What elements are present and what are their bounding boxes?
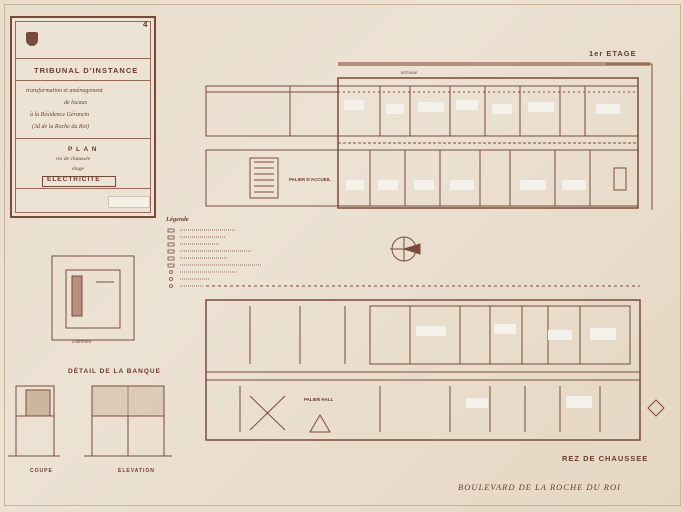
redacted-box: [108, 196, 150, 208]
lower-palier-label: PALIER HALL: [304, 397, 334, 402]
discipline-box: [42, 176, 116, 187]
project-subtitle: de locaux: [64, 100, 88, 106]
legend-symbols: [167, 228, 262, 288]
project-title: TRIBUNAL D'INSTANCE: [34, 66, 139, 75]
title-block-frame: [15, 21, 151, 213]
counter-detail-plan: [51, 255, 135, 341]
plan-level: rez de chaussée: [56, 156, 91, 162]
project-subtitle: à la Résidence Gérancin: [30, 112, 90, 118]
street-name: BOULEVARD DE LA ROCHE DU ROI: [458, 482, 621, 492]
detail-note: contreseil: [72, 340, 92, 345]
title-block-divider: [15, 80, 151, 81]
project-subtitle: transformation et aménagement: [26, 88, 103, 94]
north-arrow-icon: [390, 236, 421, 262]
detail-section-label: COUPE: [30, 468, 53, 474]
ground-floor-label: REZ DE CHAUSSEE: [562, 454, 649, 463]
plan-level: étage: [72, 166, 84, 172]
ground-floor-plan: [205, 285, 665, 441]
city-crest-icon: [26, 32, 38, 46]
counter-section-drawing: [8, 385, 60, 457]
redacted-room-labels: [344, 100, 620, 408]
legend-title: Légende: [166, 216, 189, 223]
upper-palier-label: PALIER D'ACCUEIL: [289, 177, 331, 182]
plan-label: P L A N: [68, 146, 98, 153]
detail-elevation-label: ELEVATION: [118, 468, 155, 474]
sheet-border: [4, 4, 681, 506]
counter-elevation-drawing: [84, 385, 172, 457]
sheet-number: 4: [143, 20, 149, 29]
project-address: (3d de la Roche du Roi): [32, 124, 90, 130]
title-block: 4 TRIBUNAL D'INSTANCE transformation et …: [10, 16, 156, 218]
detail-title: DÉTAIL DE LA BANQUE: [68, 368, 161, 375]
upper-floor-plan: [205, 62, 653, 210]
upper-floor-label: 1er ETAGE: [589, 49, 637, 58]
terrace-label: terrasse: [401, 71, 418, 76]
title-block-divider: [15, 138, 151, 139]
discipline-label: ELECTRICITE: [47, 176, 101, 183]
title-block-divider: [15, 188, 151, 189]
title-block-divider: [15, 58, 151, 59]
